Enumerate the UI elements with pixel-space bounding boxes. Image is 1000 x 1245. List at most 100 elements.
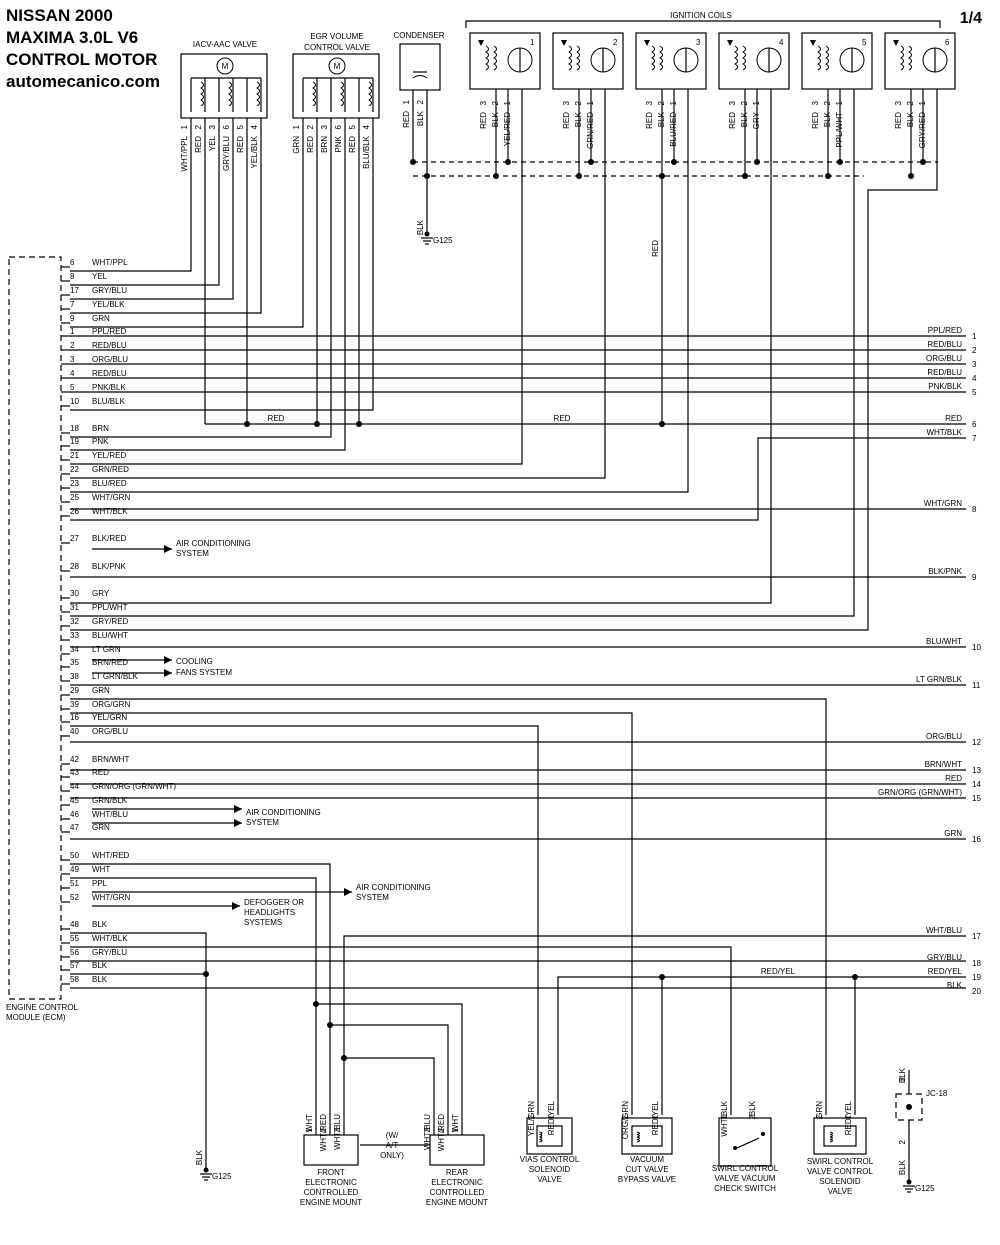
solenoid-icon bbox=[631, 1125, 663, 1147]
bottom-component-box bbox=[526, 1117, 573, 1155]
right-terminal-number: 7 bbox=[972, 434, 977, 443]
right-wire-label: RED bbox=[945, 774, 962, 783]
ecm-wire bbox=[70, 698, 827, 1115]
splice-dot bbox=[906, 1104, 912, 1110]
ecm-pin-number: 21 bbox=[70, 451, 79, 460]
ecm-pin-number: 46 bbox=[70, 810, 79, 819]
ground-node bbox=[203, 1167, 209, 1173]
destination-label: COOLING bbox=[176, 657, 213, 666]
ecm-ground-wire-label: BLK bbox=[195, 1149, 204, 1165]
coil-pin-number: 3 bbox=[894, 100, 903, 105]
ecm-wire-label: ORG/BLU bbox=[92, 727, 128, 736]
right-terminal-number: 10 bbox=[972, 643, 981, 652]
ecm-pin-number: 28 bbox=[70, 562, 79, 571]
ecm-pin-number: 49 bbox=[70, 865, 79, 874]
iacv-wire bbox=[70, 118, 192, 272]
ecm-wire bbox=[70, 437, 966, 521]
bottom-wire-label: WHT/BLK bbox=[720, 1100, 729, 1136]
right-wire-label: PNK/BLK bbox=[928, 382, 962, 391]
coil-winding-icon bbox=[817, 45, 821, 71]
condenser-wire-label: BLK bbox=[416, 110, 425, 126]
bottom-component-label: VALVE bbox=[537, 1175, 562, 1184]
coil-winding-icon bbox=[651, 45, 655, 71]
ecm-wire bbox=[343, 935, 966, 1058]
iacv-wire bbox=[70, 118, 220, 286]
ground-label: G125 bbox=[433, 236, 453, 245]
ecm-wire bbox=[70, 946, 732, 1115]
ecm-pin-number: 25 bbox=[70, 493, 79, 502]
splice-dot bbox=[754, 159, 760, 165]
ecm-pin-number: 8 bbox=[70, 272, 75, 281]
ecm-pin-number: 26 bbox=[70, 507, 79, 516]
coil-wire-label: RED bbox=[728, 112, 737, 129]
ignition-coils-label: IGNITION COILS bbox=[670, 11, 732, 20]
bottom-wire-label: BLK bbox=[748, 1100, 757, 1116]
coil-winding-icon bbox=[742, 45, 746, 71]
coil-winding-icon bbox=[493, 45, 497, 71]
right-terminal-number: 9 bbox=[972, 573, 977, 582]
right-wire-label: GRN bbox=[944, 829, 962, 838]
capacitor-curve-icon bbox=[412, 75, 428, 79]
ecm-wire-label: PNK bbox=[92, 437, 109, 446]
egr-valve-label-1: EGR VOLUME bbox=[310, 32, 363, 41]
page-number: 1/4 bbox=[959, 10, 982, 27]
splice-dot bbox=[410, 159, 416, 165]
coil-red-feed-label: RED bbox=[651, 240, 660, 257]
diode-icon bbox=[893, 40, 899, 46]
site-name[interactable]: automecanico.com bbox=[6, 72, 160, 91]
diode-icon bbox=[727, 40, 733, 46]
switch-pivot-icon bbox=[761, 1132, 765, 1136]
egr-wire-label: GRN bbox=[292, 136, 301, 154]
splice-dot bbox=[588, 159, 594, 165]
destination-label: SYSTEM bbox=[246, 818, 279, 827]
motor-icon bbox=[216, 57, 234, 75]
bottom-pin-number: 1 bbox=[844, 1114, 853, 1119]
condenser-pin-number: 1 bbox=[402, 99, 411, 104]
ecm-pin-number: 6 bbox=[70, 258, 75, 267]
coil-number: 4 bbox=[779, 38, 784, 47]
bottom-component-label: VIAS CONTROL bbox=[520, 1155, 580, 1164]
bottom-wire-label: WHT/BLU bbox=[333, 1114, 342, 1150]
ecm-pin-number: 50 bbox=[70, 851, 79, 860]
bottom-component-label: SWIRL CONTROL bbox=[712, 1164, 779, 1173]
splice-dot bbox=[852, 974, 858, 980]
ecm-pin-number: 2 bbox=[70, 341, 75, 350]
ecm-wire-label: BLU/WHT bbox=[92, 631, 128, 640]
bottom-wire-label: WHT/RED bbox=[319, 1114, 328, 1152]
bottom-component-box bbox=[813, 1117, 867, 1155]
egr-pin-number: 6 bbox=[334, 124, 343, 129]
egr-pin-number: 5 bbox=[348, 124, 357, 129]
right-terminal-number: 17 bbox=[972, 932, 981, 941]
arrow-head-icon bbox=[164, 656, 172, 664]
ecm-wire-label: WHT/BLU bbox=[92, 810, 128, 819]
splice-dot bbox=[825, 173, 831, 179]
ecm-wire-label: WHT/GRN bbox=[92, 493, 130, 502]
right-terminal-number: 14 bbox=[972, 780, 981, 789]
ecm-wire-label: YEL/BLK bbox=[92, 300, 125, 309]
coil-winding-icon bbox=[368, 81, 372, 107]
ecm-pin-number: 17 bbox=[70, 286, 79, 295]
right-wire-label: LT GRN/BLK bbox=[916, 675, 963, 684]
right-terminal-number: 11 bbox=[972, 681, 981, 690]
arrow-head-icon bbox=[232, 902, 240, 910]
splice-dot bbox=[659, 421, 665, 427]
splice-dot bbox=[908, 173, 914, 179]
jc18-label: JC-18 bbox=[926, 1089, 948, 1098]
ecm-wire-label: WHT/GRN bbox=[92, 893, 130, 902]
ground-label: G125 bbox=[212, 1172, 232, 1181]
bottom-component-label: ELECTRONIC bbox=[305, 1178, 357, 1187]
ecm-pin-number: 33 bbox=[70, 631, 79, 640]
arrow-head-icon bbox=[164, 545, 172, 553]
title-line-3: CONTROL MOTOR bbox=[6, 50, 158, 69]
mount-wire bbox=[330, 1024, 449, 1135]
bottom-component-label: VALVE VACUUM bbox=[715, 1174, 776, 1183]
right-wire-label: WHT/GRN bbox=[924, 499, 962, 508]
ecm-wire-label: ORG/GRN bbox=[92, 700, 130, 709]
egr-valve-label-2: CONTROL VALVE bbox=[304, 43, 370, 52]
ecm-pin-number: 1 bbox=[70, 327, 75, 336]
ecm-pin-number: 58 bbox=[70, 975, 79, 984]
coil-winding-icon bbox=[576, 45, 580, 71]
destination-label: DEFOGGER OR bbox=[244, 898, 304, 907]
egr-wire bbox=[70, 118, 346, 451]
bottom-component-label: SOLENOID bbox=[819, 1177, 861, 1186]
